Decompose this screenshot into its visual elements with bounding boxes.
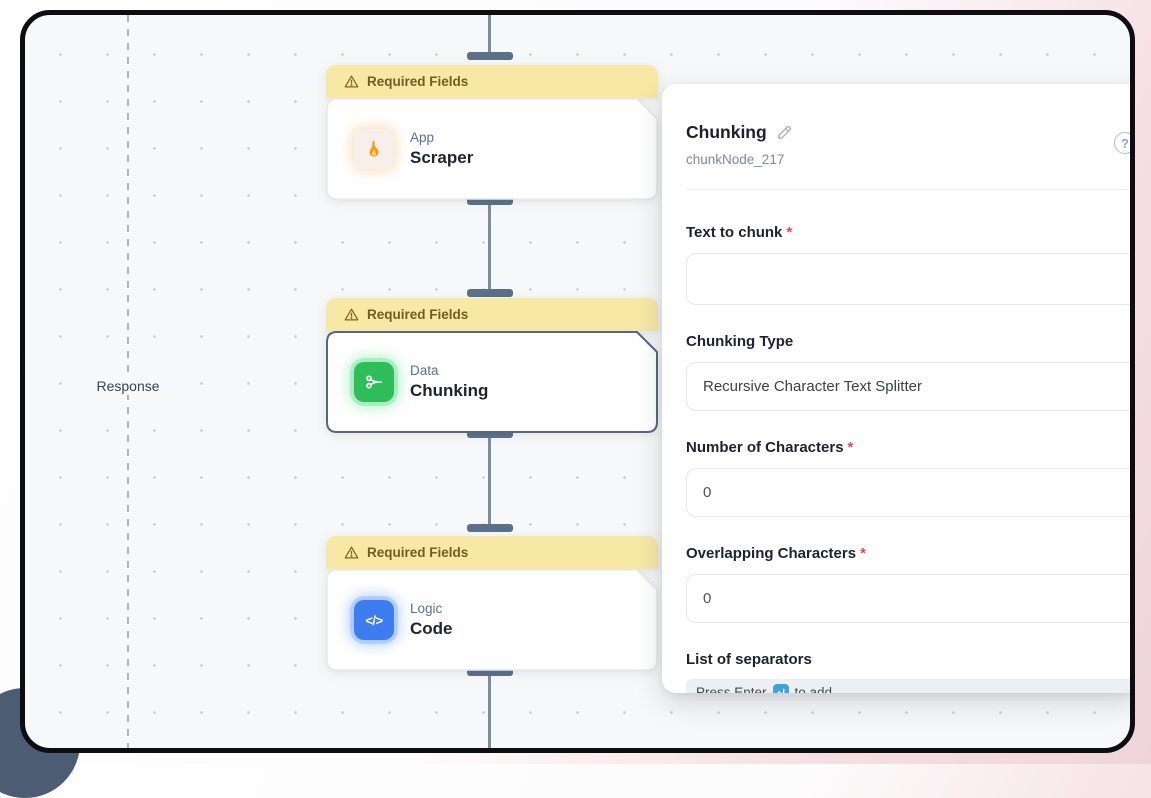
- node-chunking[interactable]: Required Fields Data Chunking: [326, 298, 658, 433]
- chunking-type-select[interactable]: Recursive Character Text Splitter: [686, 362, 1130, 411]
- field-label-text-to-chunk: Text to chunk*: [686, 224, 793, 241]
- node-scraper[interactable]: Required Fields App Scraper: [326, 65, 658, 200]
- node-card-selected[interactable]: Data Chunking: [326, 331, 658, 433]
- enter-key-icon: [772, 684, 789, 693]
- overlapping-characters-input[interactable]: [686, 574, 1130, 623]
- required-asterisk: *: [786, 224, 793, 241]
- field-label-list-of-separators: List of separators: [686, 651, 812, 668]
- node-title: Chunking: [410, 381, 489, 400]
- number-of-characters-input[interactable]: [686, 468, 1130, 517]
- warning-icon: [344, 307, 359, 322]
- code-icon: </>: [354, 600, 394, 640]
- connector-handle[interactable]: [467, 289, 513, 297]
- connector-handle[interactable]: [467, 524, 513, 532]
- connector-handle[interactable]: [467, 668, 513, 676]
- node-title: Scraper: [410, 148, 474, 167]
- text-to-chunk-input[interactable]: [686, 253, 1130, 305]
- hint-prefix: Press Enter: [696, 684, 767, 694]
- card-outline: [326, 331, 658, 433]
- required-fields-banner[interactable]: Required Fields: [326, 298, 658, 331]
- node-config-panel: ? Chunking chunkNode_217 Text to chunk* …: [662, 84, 1130, 694]
- panel-title: Chunking: [686, 122, 767, 142]
- connector-handle[interactable]: [467, 197, 513, 205]
- banner-label: Required Fields: [367, 307, 469, 322]
- connector-handle[interactable]: [467, 430, 513, 438]
- warning-icon: [344, 545, 359, 560]
- workflow-window: Response Required Fields App: [20, 10, 1135, 753]
- card-outline: [326, 569, 658, 671]
- edge-top: [488, 15, 491, 59]
- node-category: App: [410, 130, 435, 145]
- banner-label: Required Fields: [367, 545, 469, 560]
- warning-icon: [344, 74, 359, 89]
- edit-title-icon[interactable]: [776, 124, 793, 141]
- field-label-overlapping-characters: Overlapping Characters*: [686, 545, 866, 562]
- flame-icon: [354, 129, 394, 169]
- node-code[interactable]: Required Fields </> Logic Code: [326, 536, 658, 671]
- node-category: Data: [410, 363, 439, 378]
- node-card[interactable]: App Scraper: [326, 98, 658, 200]
- required-asterisk: *: [860, 545, 866, 562]
- connector-handle[interactable]: [467, 52, 513, 60]
- required-asterisk: *: [847, 439, 854, 456]
- divider: [686, 189, 1130, 190]
- edge-bottom: [488, 671, 491, 748]
- node-id: chunkNode_217: [686, 152, 785, 167]
- node-title: Code: [410, 619, 453, 638]
- required-fields-banner[interactable]: Required Fields: [326, 65, 658, 98]
- card-outline: [326, 98, 658, 200]
- node-card[interactable]: </> Logic Code: [326, 569, 658, 671]
- hint-suffix: to add.: [794, 684, 836, 694]
- field-label-number-of-characters: Number of Characters*: [686, 439, 854, 456]
- node-category: Logic: [410, 601, 443, 616]
- separators-tag-input[interactable]: Press Enter to add.: [686, 679, 1130, 694]
- field-label-chunking-type: Chunking Type: [686, 333, 794, 350]
- help-icon[interactable]: ?: [1114, 132, 1130, 154]
- response-label: Response: [91, 377, 165, 395]
- edge-scraper-chunking: [488, 201, 491, 293]
- scissors-icon: [354, 362, 394, 402]
- edge-chunking-code: [488, 433, 491, 529]
- banner-label: Required Fields: [367, 74, 469, 89]
- required-fields-banner[interactable]: Required Fields: [326, 536, 658, 569]
